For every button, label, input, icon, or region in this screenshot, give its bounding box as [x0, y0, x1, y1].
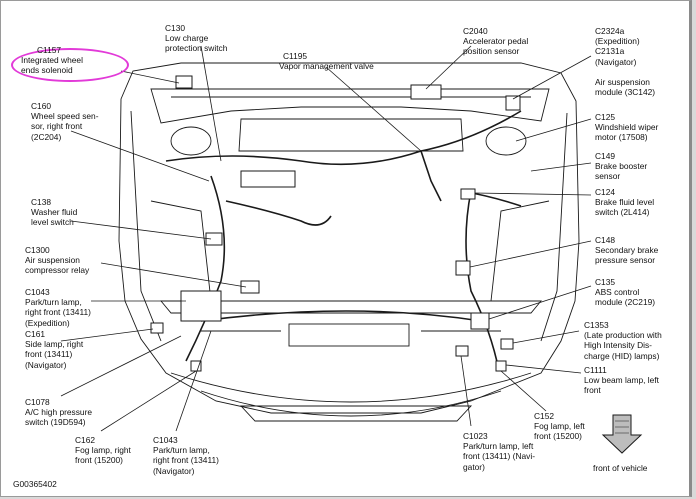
figure-id: G00365402	[13, 479, 57, 489]
callout-c135: C135 ABS control module (2C219)	[595, 277, 656, 308]
callout-c160: C160 Wheel speed sen- sor, right front (…	[31, 101, 99, 142]
brake-fluid-connector	[460, 188, 476, 200]
leader-c148	[469, 240, 592, 268]
leader-c162	[100, 370, 197, 432]
callout-c149: C149 Brake booster sensor	[595, 151, 648, 182]
leader-c1353	[512, 330, 580, 344]
hid-connector	[500, 338, 514, 350]
callout-c124: C124 Brake fluid level switch (2L414)	[595, 187, 655, 218]
cowl-panel	[150, 88, 550, 124]
leader-c1043-bottom	[175, 330, 212, 432]
callout-c152: C152 Fog lamp, left front (15200)	[534, 411, 585, 442]
leader-c161	[60, 328, 154, 342]
callout-air-suspension-module: Air suspension module (3C142)	[595, 77, 656, 98]
callout-c125: C125 Windshield wiper motor (17508)	[595, 112, 659, 143]
front-of-vehicle-label: front of vehicle	[593, 463, 648, 473]
harness-left-branch	[465, 190, 500, 372]
harness-front-cross	[200, 310, 482, 322]
leader-c1111	[505, 364, 582, 374]
leader-c135	[488, 285, 592, 320]
callout-c148: C148 Secondary brake pressure sensor	[595, 235, 659, 266]
harness-main	[165, 110, 522, 166]
pedal-sensor-connector	[410, 84, 442, 100]
leader-c2131a	[512, 55, 592, 100]
leader-c149	[530, 162, 592, 172]
harness-right-branch	[185, 175, 226, 362]
leader-c138	[70, 220, 212, 240]
callout-c1043-bottom: C1043 Park/turn lamp, right front (13411…	[153, 435, 219, 476]
right-headlamp-assembly	[180, 290, 222, 322]
washer-switch-connector	[205, 232, 223, 246]
callout-c2324a-c2131a: C2324a (Expedition) C2131a (Navigator)	[595, 26, 640, 67]
callout-c1043-top: C1043 Park/turn lamp, right front (13411…	[25, 287, 91, 328]
callout-c1023: C1023 Park/turn lamp, left front (13411)…	[463, 431, 535, 472]
compressor-relay-connector	[240, 280, 260, 294]
solenoid-connector	[175, 75, 193, 89]
leader-c1078	[60, 335, 182, 397]
leader-c1023	[460, 355, 472, 427]
leader-c2040	[425, 45, 472, 90]
callout-c1111: C1111 Low beam lamp, left front	[584, 365, 659, 396]
callout-c1078: C1078 A/C high pressure switch (19D594)	[25, 397, 93, 428]
body-outline	[118, 62, 580, 414]
leader-c1300	[100, 262, 247, 288]
leader-c1195	[325, 66, 422, 152]
highlight-circle	[11, 48, 129, 82]
abs-module	[470, 312, 490, 330]
fender-line-right	[130, 110, 162, 342]
fog-lamp-right-connector	[190, 360, 202, 372]
callout-c1195: C1195 Vapor management valve	[279, 51, 374, 72]
leader-c130	[200, 45, 222, 162]
callout-c1353: C1353 (Late production with High Intensi…	[584, 320, 662, 361]
park-lamp-left-connector	[455, 345, 469, 357]
callout-c1157: C1157 Integrated wheel ends solenoid	[21, 45, 83, 76]
callout-c2040: C2040 Accelerator pedal position sensor	[463, 26, 529, 57]
callout-c1300: C1300 Air suspension compressor relay	[25, 245, 90, 276]
fog-lamp-left-connector	[495, 360, 507, 372]
leader-c1157	[120, 70, 180, 84]
leader-c152	[500, 370, 547, 412]
callout-c162: C162 Fog lamp, right front (15200)	[75, 435, 131, 466]
park-lamp-connector-right	[150, 322, 164, 334]
leader-c124	[474, 192, 592, 196]
harness-vapor	[420, 150, 442, 202]
fender-line-left	[540, 112, 568, 342]
front-fascia	[170, 372, 532, 403]
callout-c161: C161 Side lamp, right front (13411) (Nav…	[25, 329, 84, 370]
suspension-module-connector	[505, 95, 521, 111]
harness-washer	[225, 200, 332, 226]
callout-code: C1157	[37, 45, 62, 55]
leader-c125	[515, 118, 592, 142]
leader-c160	[70, 130, 210, 182]
callout-c138: C138 Washer fluid level switch	[31, 197, 78, 228]
callout-c130: C130 Low charge protection switch	[165, 23, 228, 54]
front-arrow-icon	[601, 414, 643, 454]
brake-pressure-connector	[455, 260, 471, 276]
radiator-support	[160, 300, 542, 314]
relay-block	[240, 170, 296, 188]
